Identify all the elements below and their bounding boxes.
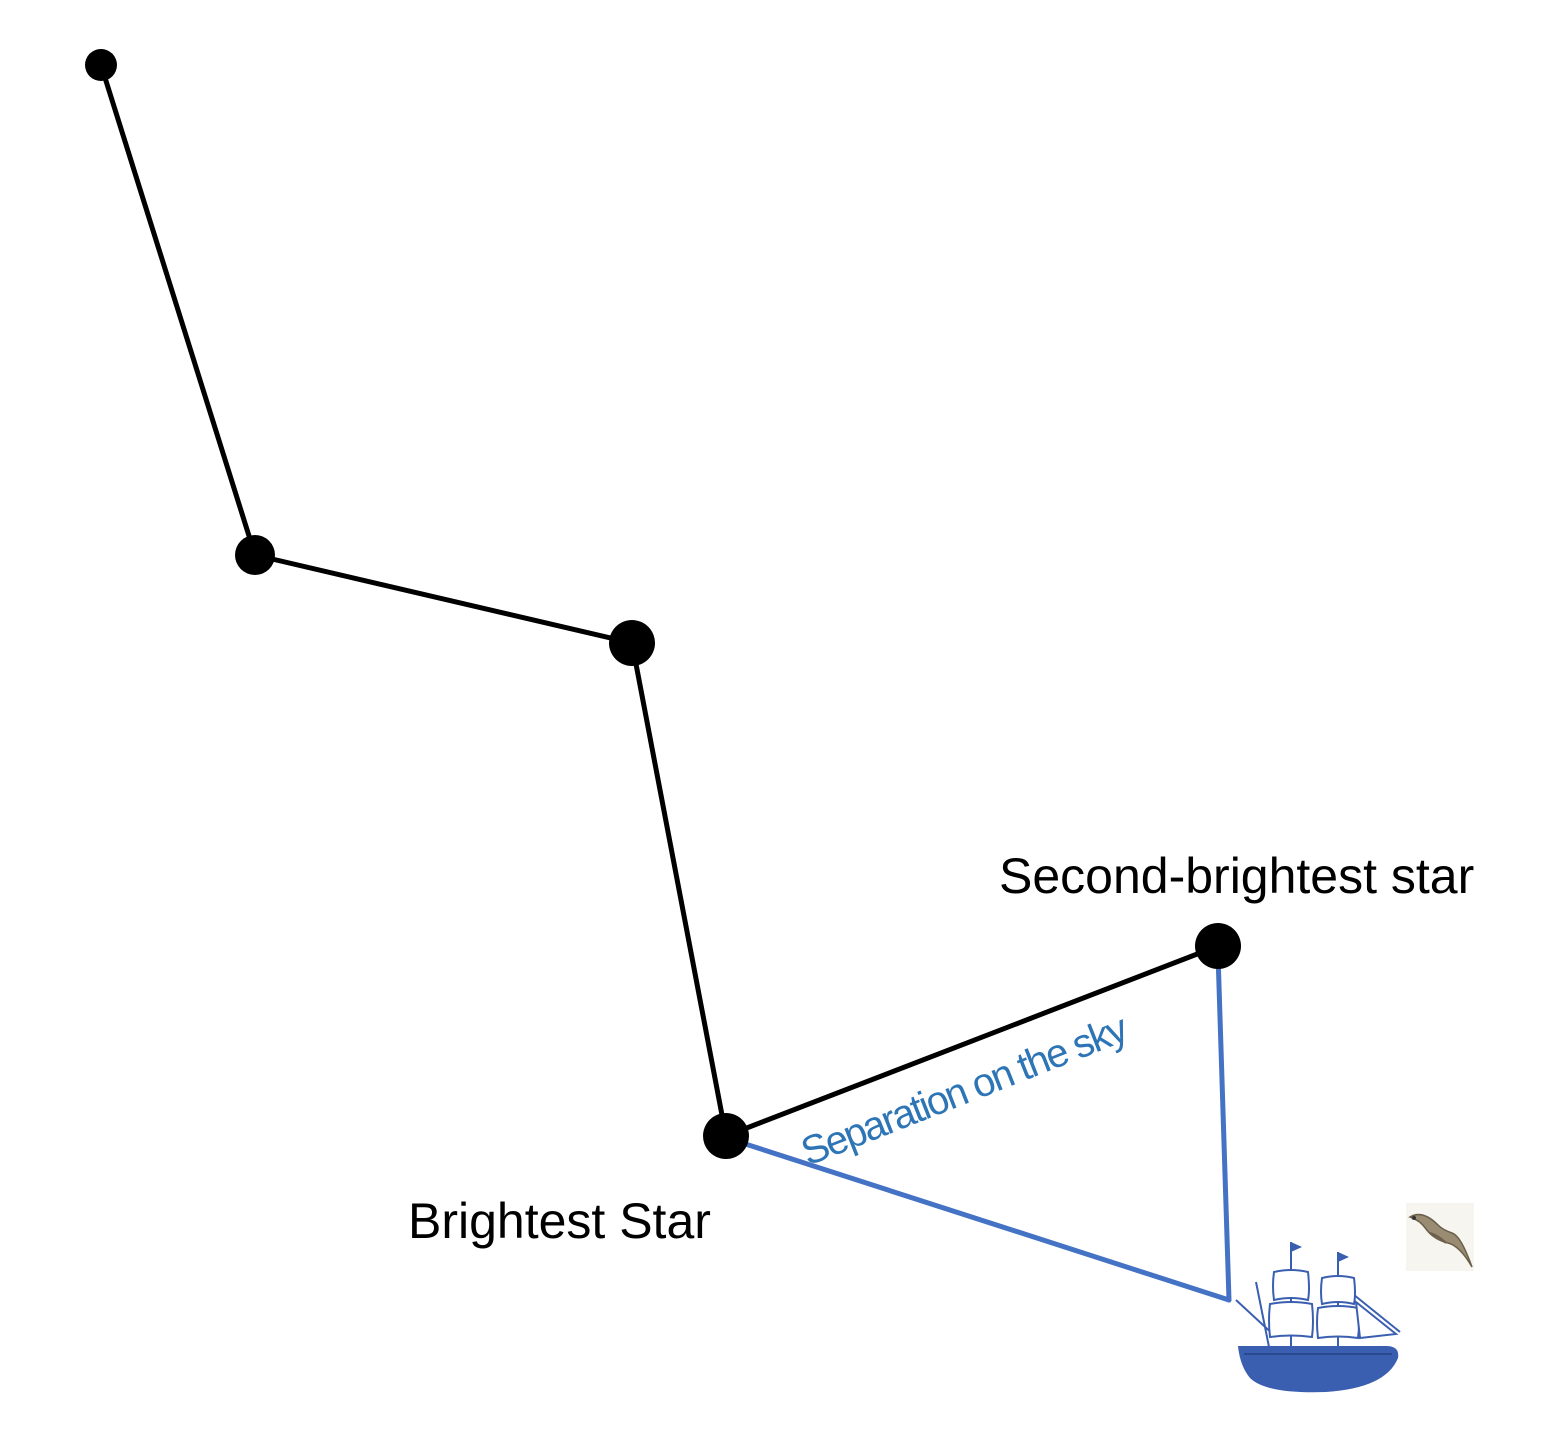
- sailing-ship-icon: [1235, 1242, 1401, 1393]
- constellation-line-4: [723, 943, 1221, 1139]
- brightest-star-label: Brightest Star: [408, 1193, 711, 1249]
- constellation-line-2: [252, 552, 635, 646]
- stars: [85, 49, 1241, 1159]
- albatross-icon: [1406, 1203, 1474, 1271]
- sightlines: [730, 951, 1232, 1303]
- brightest-star: [703, 1113, 749, 1159]
- constellation-lines: [98, 62, 1221, 1139]
- star-2: [235, 535, 275, 575]
- star-3: [609, 620, 655, 666]
- sightline-to-brightest-star: [730, 1137, 1232, 1303]
- second-star-label: Second-brightest star: [999, 848, 1474, 904]
- constellation-line-3: [629, 640, 729, 1139]
- second-brightest-star: [1195, 923, 1241, 969]
- star-1: [85, 49, 117, 81]
- sightline-to-second-star: [1215, 951, 1232, 1303]
- constellation-line-1: [98, 62, 258, 558]
